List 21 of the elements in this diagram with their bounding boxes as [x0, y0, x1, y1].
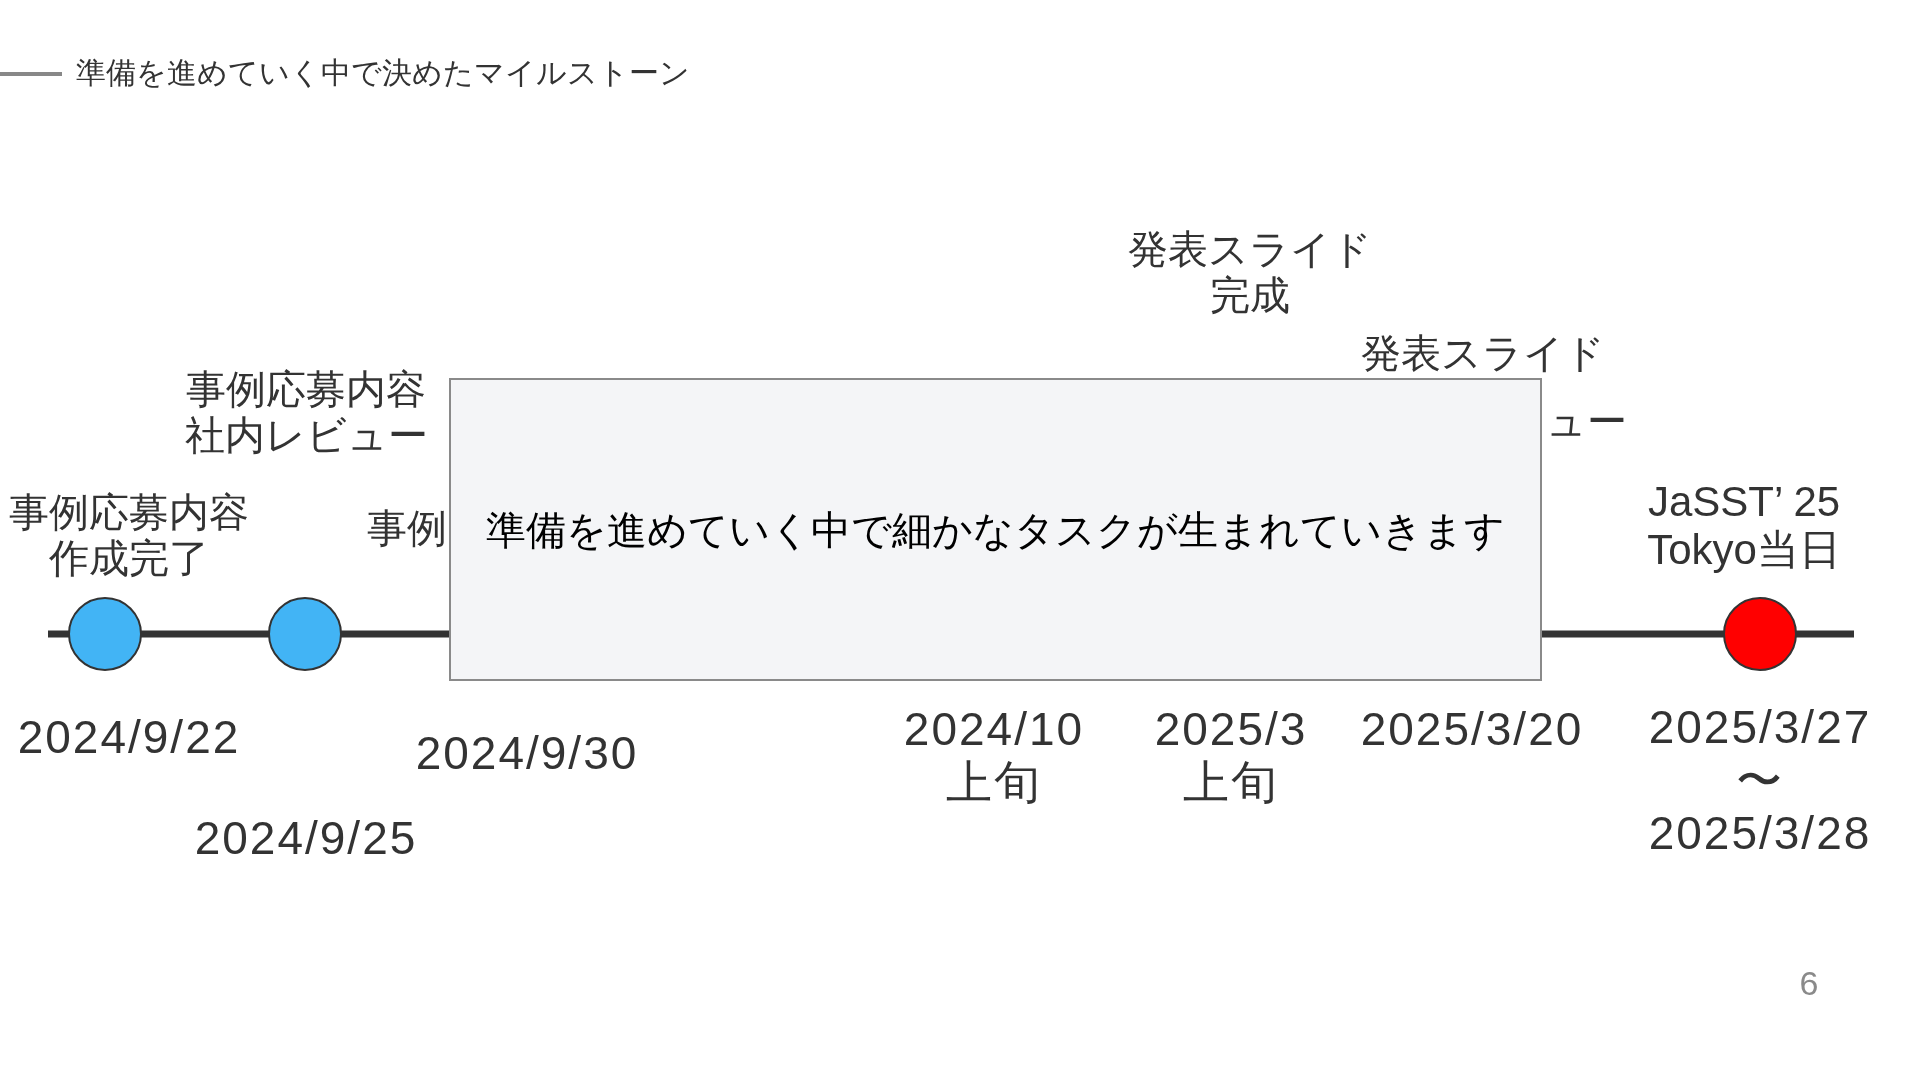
milestone-label: ュー [1546, 398, 1627, 444]
date-label: 2024/10 上旬 [903, 703, 1085, 809]
date-label: 2024/9/25 [194, 812, 418, 865]
milestone-label: JaSST’ 25 Tokyo当日 [1647, 478, 1841, 575]
date-label: 2025/3/20 [1360, 703, 1584, 756]
milestone-label: 事例応募内容作成完了 [9, 489, 249, 581]
slide-title: 準備を進めていく中で決めたマイルストーン [76, 56, 690, 91]
milestone-marker [1722, 596, 1798, 672]
date-label: 2024/9/22 [17, 711, 241, 764]
milestone-marker [267, 596, 343, 672]
milestone-marker [67, 596, 143, 672]
date-label: 2025/3 上旬 [1154, 703, 1308, 809]
note-panel [449, 378, 1542, 681]
date-label: 2024/9/30 [415, 727, 639, 780]
date-label: 2025/3/27 〜 2025/3/28 [1648, 701, 1872, 860]
milestone-label: 事例 [367, 505, 447, 551]
milestone-label: 発表スライド [1361, 330, 1605, 376]
page-number: 6 [1799, 964, 1819, 1004]
note-text: 準備を進めていく中で細かなタスクが生まれていきます [486, 506, 1505, 554]
milestone-label: 発表スライド完成 [1128, 226, 1372, 318]
milestone-label: 事例応募内容社内レビュー [184, 366, 428, 458]
